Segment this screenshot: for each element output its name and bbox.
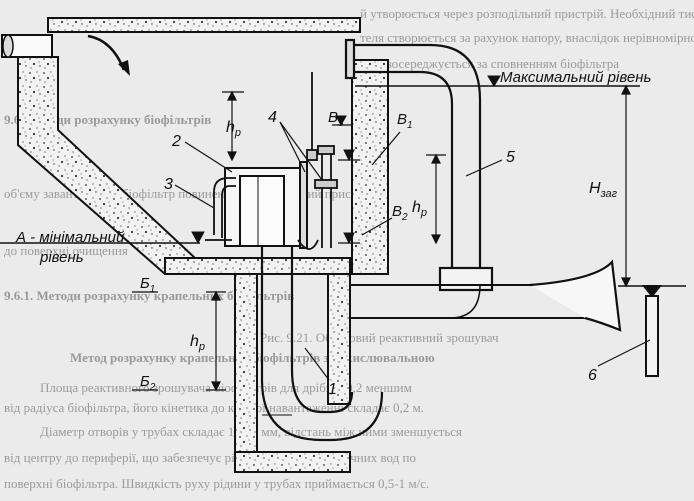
part-1-number: 1 (328, 381, 337, 398)
level-lines (0, 75, 640, 391)
leader-lines (174, 121, 651, 381)
svg-text:теля створюється за рахунок на: теля створюється за рахунок напору, внас… (360, 30, 694, 45)
part-4-number: 4 (268, 109, 277, 126)
hp-right-label: hр (412, 199, 427, 219)
part-6-number: 6 (588, 367, 597, 384)
outlet-pipe (344, 38, 622, 332)
svg-text:Площа реактивного зрошувача бі: Площа реактивного зрошувача біофільтрів … (40, 380, 412, 395)
dosing-post (618, 285, 686, 377)
bb2-label: Б2 (140, 373, 156, 393)
svg-text:від центру до периферії, що за: від центру до периферії, що забезпечує р… (4, 450, 416, 465)
bb1-label: Б1 (140, 275, 155, 295)
auxiliary-siphon (205, 177, 236, 241)
svg-text:поверхні біофільтра. Швидкість: поверхні біофільтра. Швидкість руху ріди… (4, 476, 429, 491)
svg-text:Рис. 9.21. Обертовий реактивни: Рис. 9.21. Обертовий реактивний зрошувач (260, 330, 499, 345)
siphon-pipe (260, 210, 384, 442)
min-level-label-line2: рівень (39, 249, 84, 266)
part-2-number: 2 (171, 133, 181, 150)
svg-text:зтво зосереджується за сповне: зтво зосереджується за сповненням біофіл… (360, 56, 619, 71)
concrete-chamber (17, 17, 389, 473)
hp-top-label: hр (226, 119, 241, 139)
dimension-lines (206, 84, 631, 392)
part-3-number: 3 (164, 176, 173, 193)
svg-text:до поверхні очищення: до поверхні очищення (4, 243, 128, 258)
diagram-labels: Максимальний рівень А - мінімальний ріве… (15, 69, 651, 398)
hp-bottom-label: hр (190, 333, 205, 353)
max-level-label: Максимальний рівень (500, 69, 651, 86)
svg-text:від радіуса біофільтра, його к: від радіуса біофільтра, його кінетика до… (4, 400, 424, 415)
min-level-label-line1: А - мінімальний (15, 229, 125, 246)
hzag-label: Нзаг (589, 180, 618, 200)
control-tubes (297, 72, 338, 250)
b2-label: В2 (392, 203, 408, 223)
svg-text:й утворюється через розподільн: й утворюється через розподільний пристрі… (360, 6, 694, 21)
b1-label: В1 (397, 111, 413, 131)
b3-label: В3 (328, 109, 344, 129)
part-5-number: 5 (506, 149, 515, 166)
siphon-bell (224, 161, 308, 249)
